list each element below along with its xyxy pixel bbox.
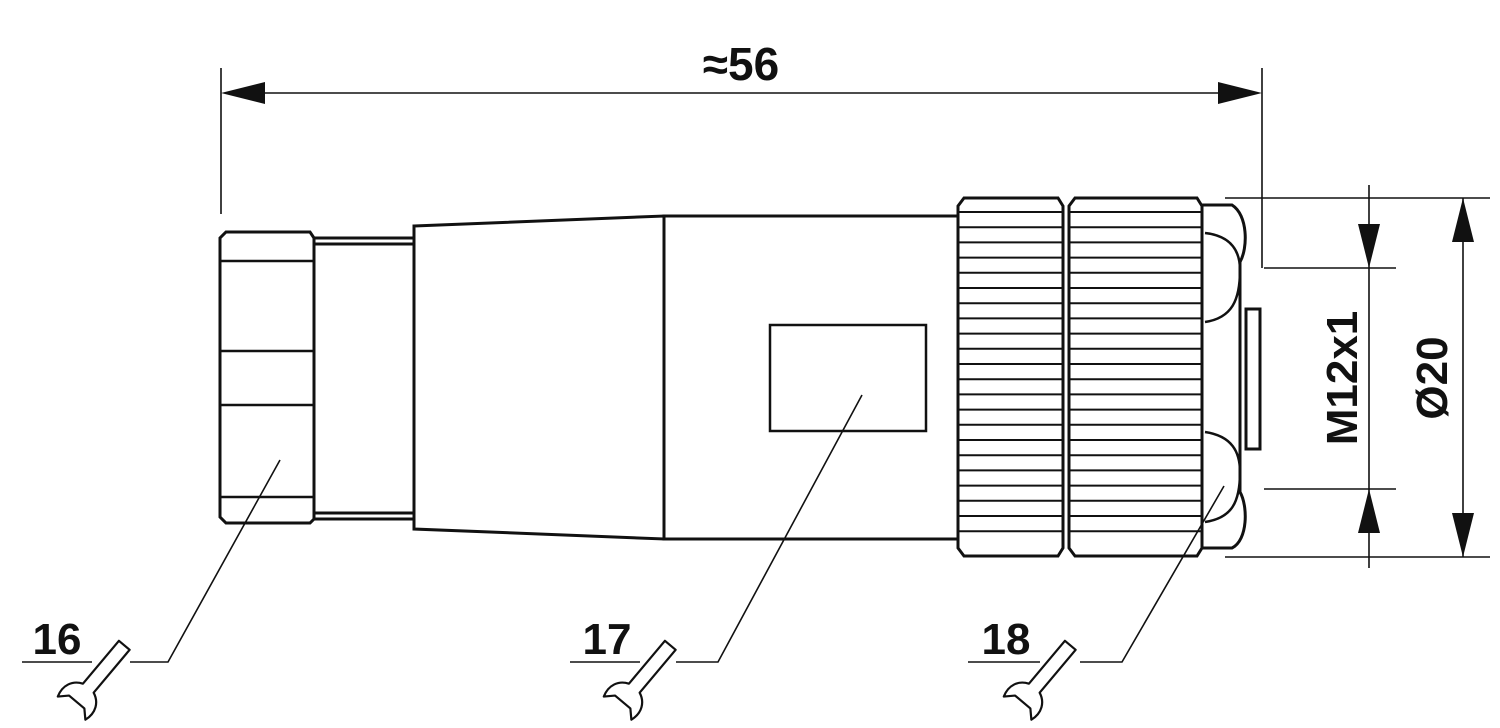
diameter-label: Ø20	[1408, 336, 1457, 419]
arrow-up-icon	[1452, 198, 1474, 242]
thread-label: M12x1	[1318, 311, 1367, 446]
callout-number: 16	[33, 615, 82, 664]
connector-body	[218, 196, 1262, 558]
arrow-up-icon	[1358, 489, 1380, 533]
arrow-down-icon	[1358, 224, 1380, 268]
contact-face	[1244, 307, 1262, 451]
callout-18: 18	[968, 485, 1225, 722]
tapered-housing	[412, 214, 666, 541]
label-window	[768, 323, 928, 433]
callout-16: 16	[22, 459, 281, 722]
length-dimension: ≈56	[220, 38, 1263, 268]
callout-number: 17	[583, 615, 632, 664]
callout-number: 18	[982, 615, 1031, 664]
knurled-ring-outer	[1067, 196, 1204, 558]
front-coupling	[1200, 203, 1247, 550]
callout-17: 17	[570, 394, 863, 722]
length-label: ≈56	[703, 38, 779, 90]
rear-nut	[218, 230, 316, 525]
diameter-dimensions: M12x1 Ø20	[1225, 185, 1490, 568]
arrow-down-icon	[1452, 513, 1474, 557]
knurled-ring-inner	[956, 196, 1065, 558]
arrow-left-icon	[221, 82, 265, 104]
arrow-right-icon	[1218, 82, 1262, 104]
